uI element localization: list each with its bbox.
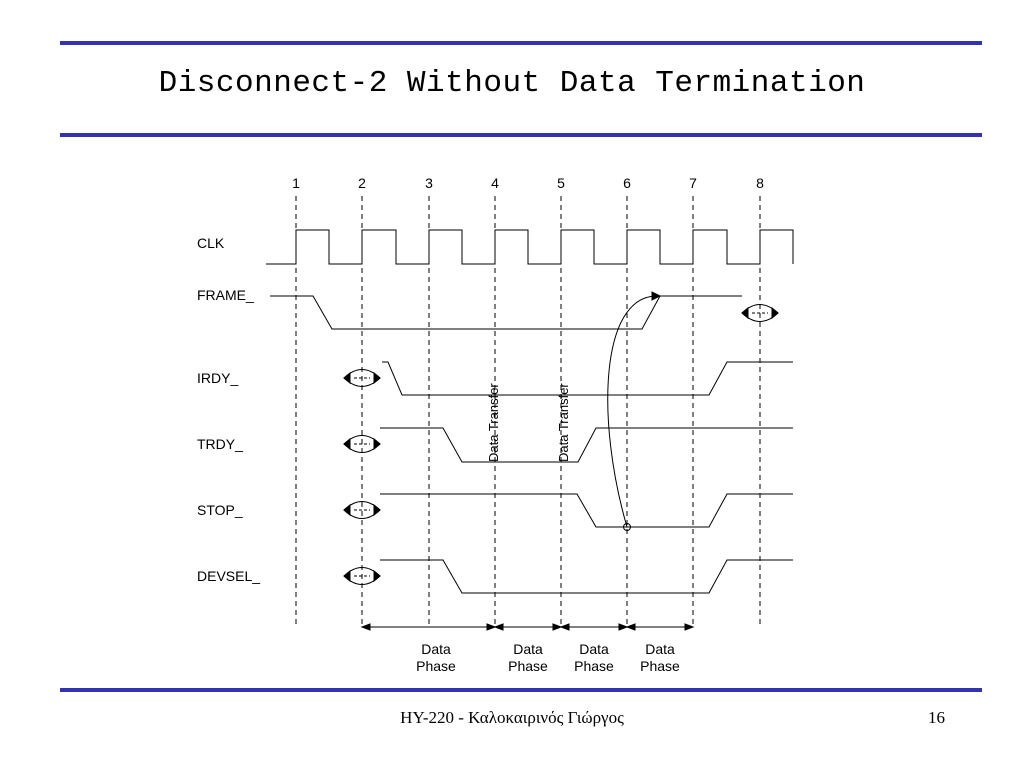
clock-number: 4	[491, 175, 499, 191]
clock-number: 8	[756, 175, 764, 191]
page-number: 16	[928, 708, 945, 727]
top-rule	[60, 41, 982, 45]
signal-label-stop: STOP_	[197, 502, 243, 518]
footer-rule	[60, 688, 982, 692]
trdy-waveform	[380, 427, 793, 463]
irdy-waveform	[382, 361, 793, 396]
clk-waveform	[266, 229, 794, 265]
data-transfer-label: Data Transfer	[486, 383, 501, 462]
stop-to-frame-arrow	[607, 295, 658, 528]
frame-waveform	[270, 295, 742, 330]
phase-label-top: Data	[579, 641, 609, 657]
clock-numbers: 1 2 3 4 5 6 7 8	[292, 175, 764, 191]
slide-title: Disconnect-2 Without Data Termination	[158, 66, 866, 101]
clock-number: 1	[292, 175, 300, 191]
signal-label-trdy: TRDY_	[197, 436, 243, 452]
phase-label-bottom: Phase	[508, 658, 548, 674]
clock-number: 7	[689, 175, 697, 191]
signal-label-irdy: IRDY_	[197, 370, 238, 386]
footer-text: HY-220 - Καλοκαιρινός Γιώργος	[400, 708, 624, 727]
signal-label-devsel: DEVSEL_	[197, 568, 260, 584]
phase-labels: Data Phase Data Phase Data Phase Data Ph…	[416, 641, 680, 674]
phase-label-top: Data	[513, 641, 543, 657]
phase-label-top: Data	[645, 641, 675, 657]
signal-label-clk: CLK	[197, 235, 225, 251]
clock-number: 6	[623, 175, 631, 191]
clock-number: 3	[425, 175, 433, 191]
stop-waveform	[380, 493, 793, 528]
devsel-waveform	[380, 559, 793, 594]
signal-label-frame: FRAME_	[197, 287, 254, 303]
clock-number: 5	[557, 175, 565, 191]
clock-number: 2	[358, 175, 366, 191]
phase-label-bottom: Phase	[574, 658, 614, 674]
phase-label-top: Data	[421, 641, 451, 657]
data-transfer-label: Data Transfer	[556, 383, 571, 462]
phase-label-bottom: Phase	[416, 658, 456, 674]
stop-assert-marker	[623, 523, 631, 531]
phase-label-bottom: Phase	[640, 658, 680, 674]
title-underline-rule	[60, 133, 982, 137]
signal-labels: CLK FRAME_ IRDY_ TRDY_ STOP_ DEVSEL_	[197, 235, 260, 584]
